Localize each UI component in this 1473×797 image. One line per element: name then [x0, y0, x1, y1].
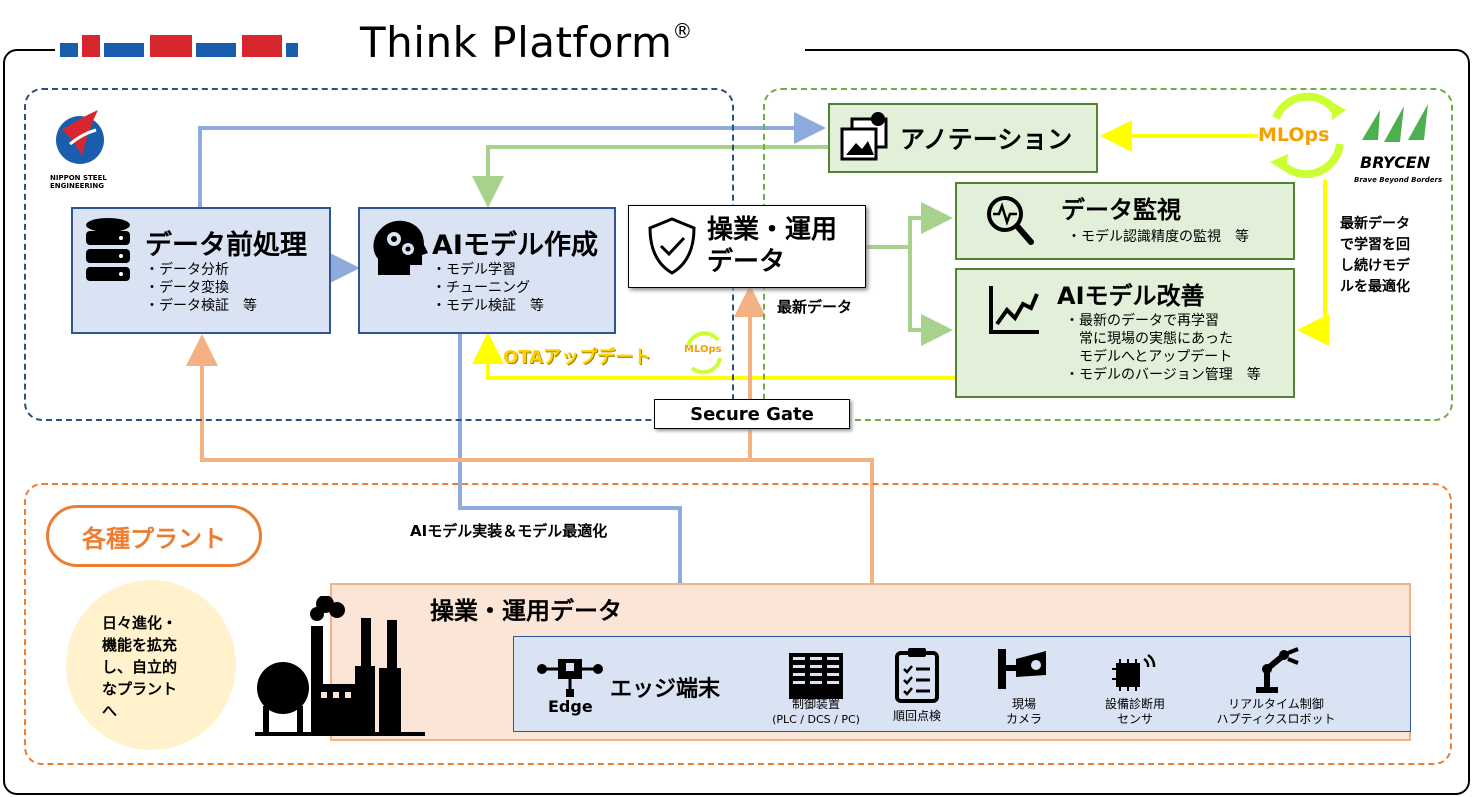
database-icon — [86, 218, 130, 281]
shield-check-icon — [648, 217, 696, 275]
preprocess-bullets: ・データ分析・データ変換・データ検証 等 — [145, 262, 257, 314]
monitor-title: データ監視 — [1061, 196, 1181, 224]
plant-note-circle: 日々進化・機能を拡充し、自立的なプラントへ — [66, 580, 236, 750]
plant-note: 日々進化・機能を拡充し、自立的なプラントへ — [102, 614, 178, 720]
sensor-icon — [1112, 653, 1156, 691]
device-label-robot: リアルタイム制御ハプティクスロボット — [1216, 697, 1336, 726]
improve-title: AIモデル改善 — [1057, 282, 1205, 310]
edge-terminal-box: Edge エッジ端末 制御装置(PLC / DCS / PC) 順回点検 現場カ… — [513, 636, 1411, 732]
brycen-logo-icon — [1362, 104, 1428, 142]
preprocess-title: データ前処理 — [145, 230, 307, 261]
device-label-camera: 現場カメラ — [1005, 697, 1042, 726]
mlops-small-cycle-icon — [686, 331, 722, 375]
company-logo — [60, 35, 298, 57]
ai-create-bullets: ・モデル学習・チューニング・モデル検証 等 — [432, 262, 544, 314]
plants-label: 各種プラント — [46, 505, 262, 567]
magnifier-pulse-icon — [987, 196, 1034, 245]
preprocess-box: データ前処理 ・データ分析・データ変換・データ検証 等 — [71, 207, 331, 334]
improve-bullets: ・最新のデータで再学習 常に現場の実態にあった モデルへとアップデート ・モデル… — [1065, 313, 1261, 383]
robot-arm-icon — [1256, 647, 1299, 693]
camera-icon — [998, 649, 1046, 689]
nse-logo-icon — [56, 110, 104, 164]
ai-create-box: AIモデル作成 ・モデル学習・チューニング・モデル検証 等 — [358, 207, 616, 334]
op-data-label: 操業・運用データ — [707, 215, 838, 277]
edge-icon-label: Edge — [548, 697, 593, 716]
monitor-bullets: ・モデル認識精度の監視 等 — [1067, 229, 1249, 245]
annotation-box: アノテーション — [828, 103, 1098, 173]
edge-device-icon — [537, 659, 603, 697]
annotation-title: アノテーション — [900, 125, 1073, 154]
improve-box: AIモデル改善 ・最新のデータで再学習 常に現場の実態にあった モデルへとアップ… — [955, 268, 1295, 398]
mlops-cycle-icon — [1270, 92, 1346, 179]
device-label-checklist: 順回点検 — [892, 709, 941, 723]
control-unit-icon — [789, 653, 843, 699]
ai-create-title: AIモデル作成 — [432, 230, 598, 261]
mlops-small-label: MLOps — [684, 344, 722, 355]
factory-icon — [255, 596, 425, 736]
ai-head-icon — [373, 220, 428, 275]
checklist-icon — [895, 648, 939, 703]
brycen-logo-name: BRYCEN — [1360, 153, 1431, 172]
page-title: Think Platform® — [360, 18, 693, 67]
deploy-label: AIモデル実装＆モデル最適化 — [410, 522, 608, 540]
device-label-control: 制御装置(PLC / DCS / PC) — [772, 697, 860, 726]
image-gallery-icon — [840, 112, 888, 161]
mlops-label: MLOps — [1258, 124, 1330, 146]
ops-section-title: 操業・運用データ — [430, 597, 622, 625]
device-label-sensor: 設備診断用センサ — [1104, 697, 1165, 726]
plant-zone — [24, 483, 1452, 765]
side-note: 最新データで学習を回し続けモデルを最適化 — [1340, 216, 1410, 295]
ota-label: OTAアップデート — [503, 347, 652, 368]
edge-title: エッジ端末 — [610, 677, 721, 702]
monitor-box: データ監視 ・モデル認識精度の監視 等 — [955, 182, 1295, 260]
brycen-logo-tagline: Brave Beyond Borders — [1354, 176, 1443, 184]
op-data-box: 操業・運用データ — [628, 205, 866, 288]
growth-chart-icon — [989, 286, 1039, 334]
latest-data-label: 最新データ — [777, 298, 853, 316]
secure-gate: Secure Gate — [654, 399, 850, 429]
